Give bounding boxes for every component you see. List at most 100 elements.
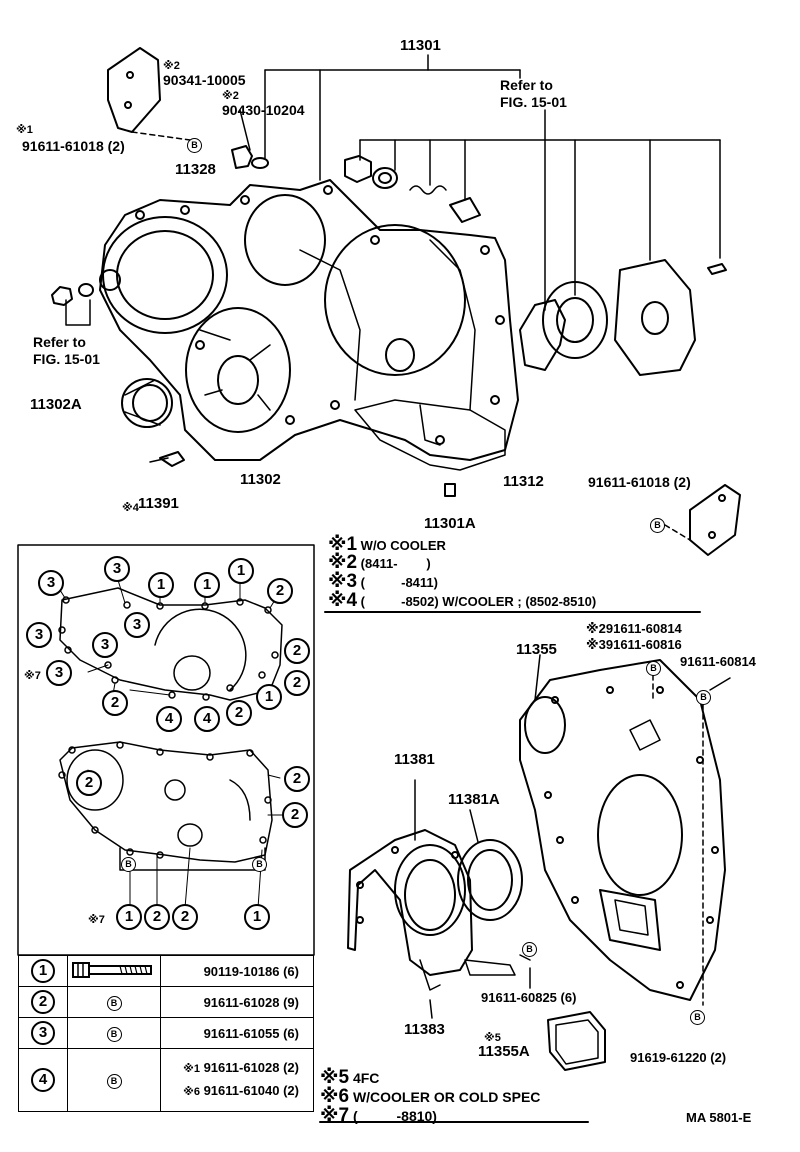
note-top-3: ※3 ( -8411): [328, 570, 438, 593]
gasket-mark-3: 3: [46, 660, 72, 686]
bolt-washer-left: [51, 283, 94, 326]
table-part-3: 91611-61055 (6): [160, 1017, 314, 1049]
label-11328: 11328: [175, 161, 216, 178]
gasket-mark-3: 3: [26, 622, 52, 648]
label-11301: 11301: [400, 37, 441, 54]
label-11355A: 11355A: [478, 1043, 530, 1060]
gasket-b-mark: B: [252, 857, 267, 872]
label-11302A: 11302A: [30, 396, 82, 413]
table-part-4b-number: 91611-61040 (2): [203, 1083, 299, 1098]
note-bottom-6-text: W/COOLER OR COLD SPEC: [352, 1089, 541, 1105]
label-bolt-bottom: 91619-61220 (2): [630, 1050, 727, 1065]
table-row: 3 B 91611-61055 (6): [18, 1017, 314, 1049]
timing-cover-assembly: [99, 179, 519, 471]
gasket-mark-2: 2: [267, 578, 293, 604]
table-row: 4 B ※1 91611-61028 (2) ※6 91611-61040 (2…: [18, 1048, 314, 1112]
plug-and-bolt: [231, 145, 269, 169]
end-plate: [519, 654, 726, 1006]
gasket-mark-2: 2: [284, 638, 310, 664]
table-symbol-4: 4: [31, 1068, 55, 1092]
gasket-b-mark: B: [121, 857, 136, 872]
gasket-mark-4: 4: [156, 706, 182, 732]
main-assembly-leaders: [239, 54, 721, 311]
gasket-mark-2: 2: [284, 670, 310, 696]
seal-ring: [121, 378, 173, 428]
gasket-mark-2: 2: [172, 904, 198, 930]
note-top-3-mark: ※3: [328, 571, 358, 592]
b-mark-retainer: B: [522, 942, 537, 957]
note-cover-small: ※5: [484, 1032, 501, 1044]
label-refer-left-fig: FIG. 15-01: [33, 351, 100, 367]
table-b-mark: B: [106, 995, 122, 1011]
gasket-mark-2: 2: [284, 766, 310, 792]
table-note-4a: ※1: [183, 1063, 200, 1075]
note-bottom-5-text: 4FC: [352, 1070, 380, 1086]
gasket-mark-2: 2: [76, 770, 102, 796]
label-11381: 11381: [394, 751, 435, 768]
gasket-mark-1: 1: [228, 558, 254, 584]
lower-gasket-outline: [58, 741, 273, 871]
note-bottom-7: ※7 ( -8810): [320, 1104, 437, 1127]
note-top-4-text: ( -8502) W/COOLER ; (8502-8510): [360, 594, 597, 609]
gasket-mark-3: 3: [124, 612, 150, 638]
note-top-2-text: (8411- ): [360, 556, 431, 571]
table-b-mark: B: [106, 1026, 122, 1042]
note-top-2: ※2 (8411- ): [328, 551, 431, 574]
note-pin: ※4: [122, 502, 139, 514]
oil-seal-retainer: [347, 779, 531, 1019]
label-bolt-br: 91611-61018 (2): [588, 474, 691, 490]
note-plug: ※2: [222, 90, 239, 102]
small-cover-part: [547, 1011, 606, 1071]
table-part-4b: ※6 91611-61040 (2): [165, 1080, 299, 1103]
table-part-4a-number: 91611-61028 (2): [203, 1060, 299, 1075]
gasket-mark-2: 2: [144, 904, 170, 930]
dowel-pin: [444, 483, 456, 497]
gasket-mark-1: 1: [148, 572, 174, 598]
label-refer-top-fig: FIG. 15-01: [500, 94, 567, 110]
gasket-mark-3: 3: [104, 556, 130, 582]
upper-gasket-outline: [58, 587, 283, 701]
label-refer-left: Refer to: [33, 334, 86, 350]
oil-pump-parts: [344, 155, 727, 376]
table-symbol-2: 2: [31, 990, 55, 1014]
table-symbol-1: 1: [31, 959, 55, 983]
note-bottom-5: ※5 4FC: [320, 1066, 379, 1089]
note-top-4-mark: ※4: [328, 590, 358, 611]
label-bracket-bolt: 90341-10005: [163, 72, 246, 88]
table-part-4a: ※1 91611-61028 (2): [165, 1057, 299, 1080]
gasket-mark-1: 1: [256, 684, 282, 710]
label-11302: 11302: [240, 471, 281, 488]
label-retainer-bolt: 91611-60825 (6): [481, 990, 577, 1005]
table-part-2: 91611-61028 (9): [160, 986, 314, 1018]
b-mark-bottom: B: [690, 1010, 705, 1025]
note-top-1: ※1 W/O COOLER: [328, 533, 446, 556]
gasket-mark-3: 3: [92, 632, 118, 658]
label-ep-bolt-c: 91611-60814: [680, 654, 756, 669]
note-bottom-5-mark: ※5: [320, 1067, 350, 1088]
gasket-mark-2: 2: [102, 690, 128, 716]
note-bottom-7-text: ( -8810): [352, 1108, 437, 1124]
label-refer-top: Refer to: [500, 77, 553, 93]
label-11381A: 11381A: [448, 791, 500, 808]
label-ep-bolt-b: ※391611-60816: [586, 637, 682, 652]
note-top-1-mark: ※1: [328, 534, 358, 555]
table-b-mark: B: [106, 1073, 122, 1089]
table-row: 1 90119-10186 (6): [18, 955, 314, 987]
note-bracket-bolt: ※2: [163, 60, 180, 72]
label-plug: 90430-10204: [222, 102, 305, 118]
label-11312: 11312: [503, 473, 544, 490]
note-bottom-6: ※6 W/COOLER OR COLD SPEC: [320, 1085, 540, 1108]
bolt-icon: [72, 961, 152, 978]
note-top-3-text: ( -8411): [360, 575, 438, 590]
b-mark-tl: B: [187, 138, 202, 153]
gasket-mark-1: 1: [244, 904, 270, 930]
note-top-2-mark: ※2: [328, 552, 358, 573]
gasket-mark-1: 1: [116, 904, 142, 930]
bracket-top-left: [107, 47, 191, 141]
table-row: 2 B 91611-61028 (9): [18, 986, 314, 1018]
b-mark-ep-c: B: [696, 690, 711, 705]
b-mark-ep-a: B: [646, 661, 661, 676]
note-bolt-tl: ※1: [16, 124, 33, 136]
label-bolt-tl: 91611-61018 (2): [22, 138, 125, 154]
